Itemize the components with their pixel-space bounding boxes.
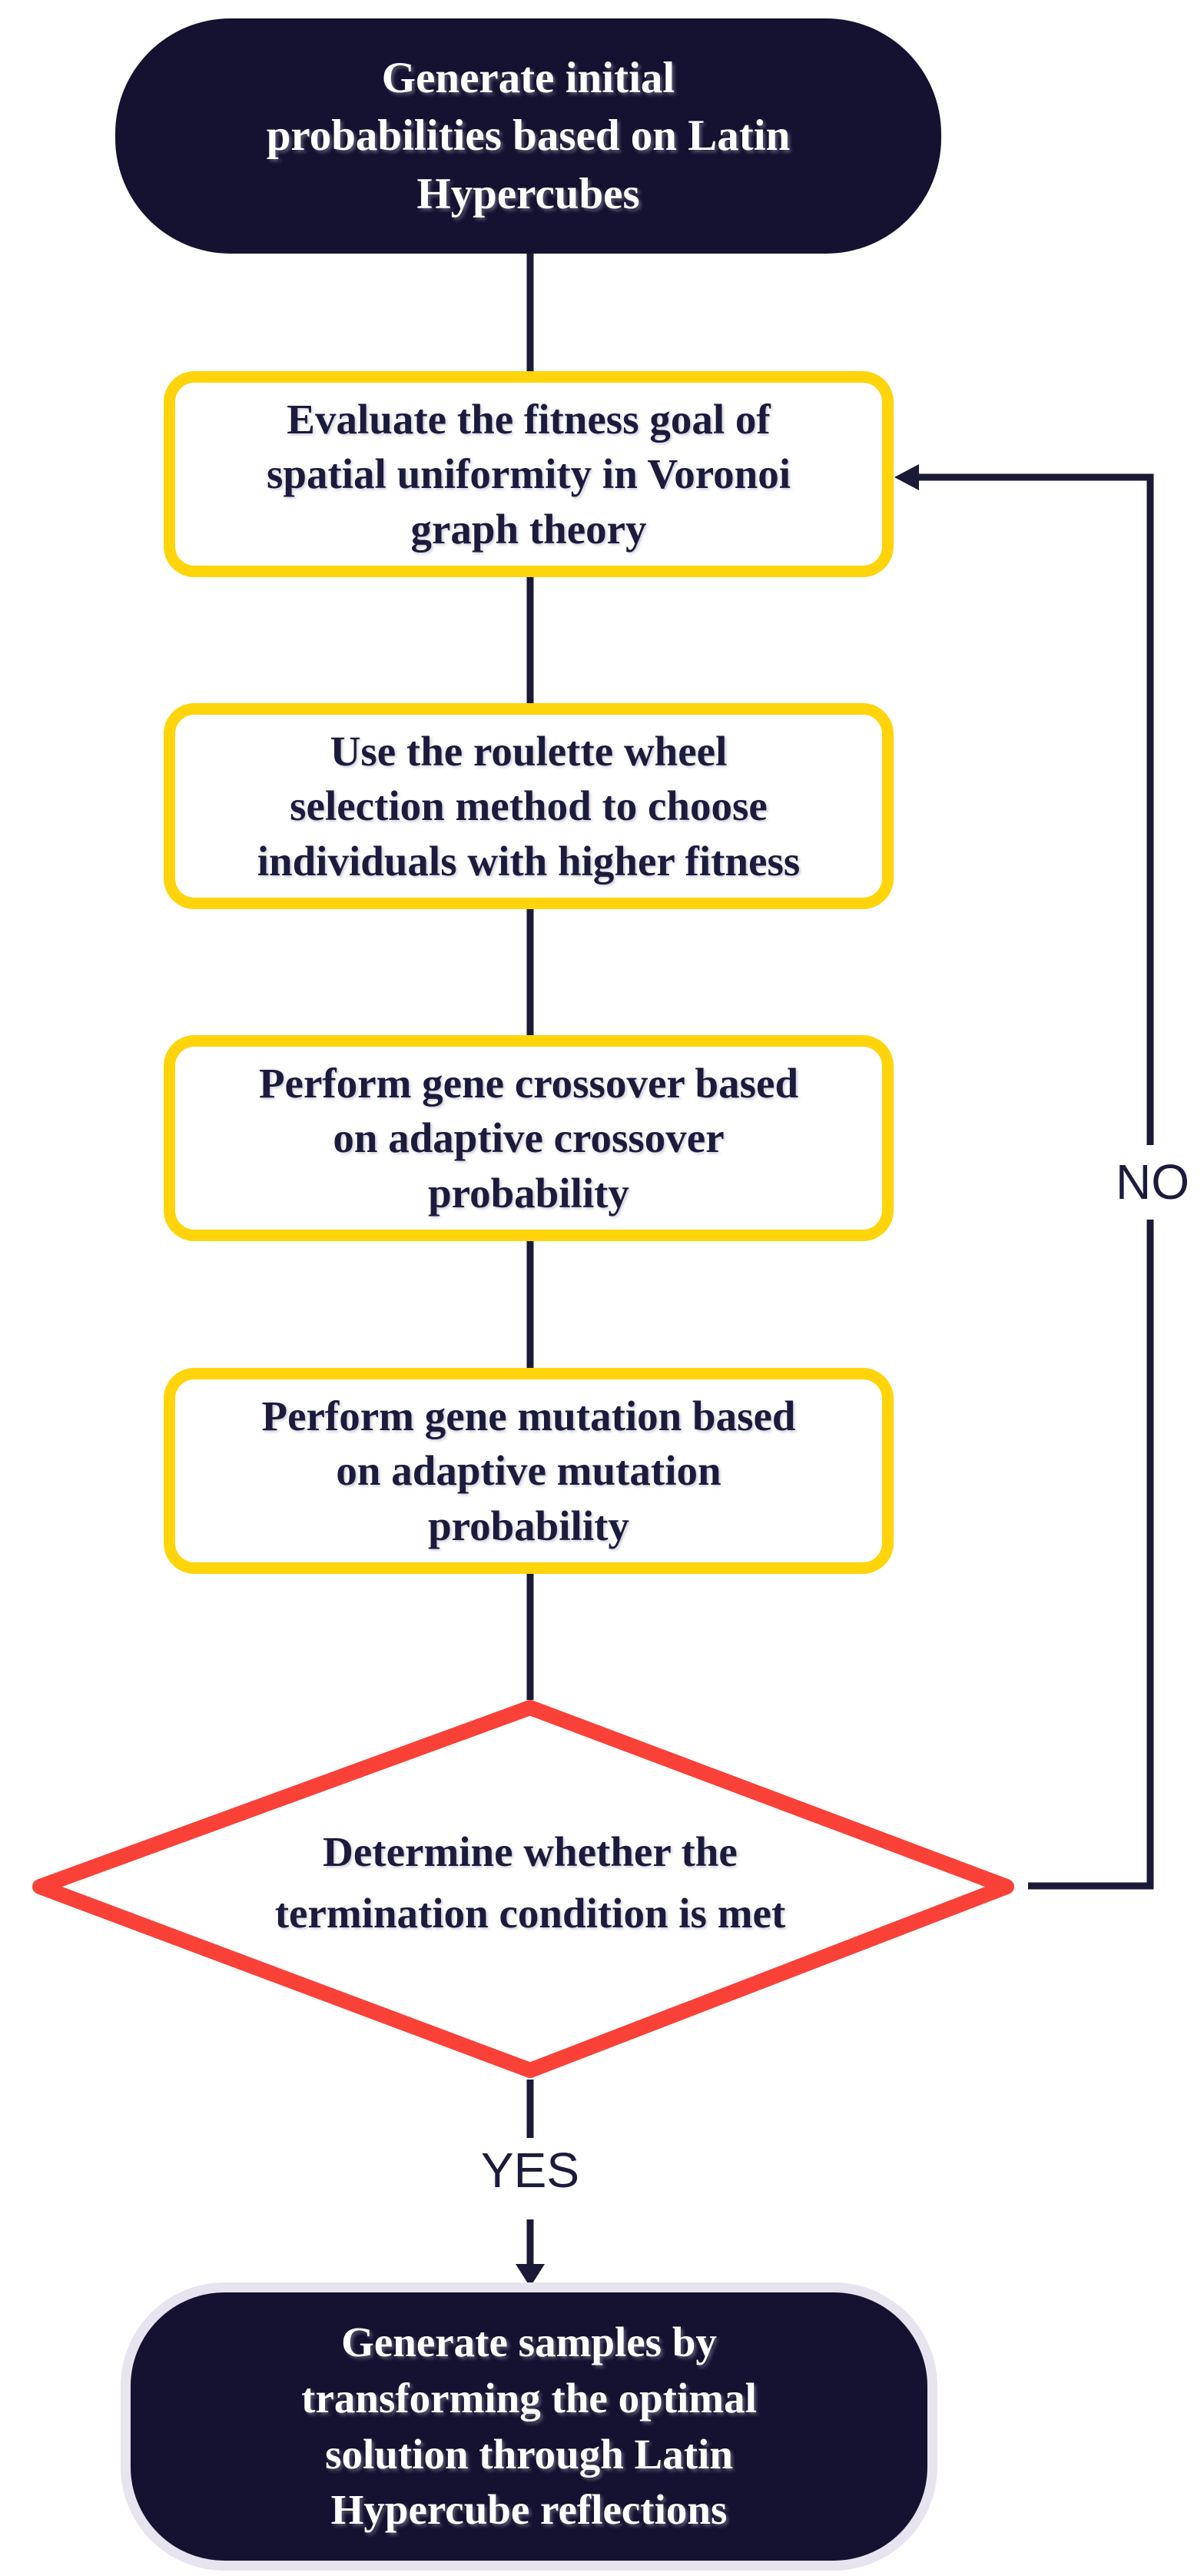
yes-branch-label: YES bbox=[480, 2143, 580, 2198]
gene-crossover-box: Perform gene crossover based on adaptive… bbox=[164, 1035, 894, 1241]
evaluate-fitness-box: Evaluate the fitness goal of spatial uni… bbox=[164, 371, 894, 577]
decision-diamond-label: Determine whether the termination condit… bbox=[274, 1828, 786, 1937]
arrowhead-into-end bbox=[516, 2264, 545, 2287]
arrowhead-into-evaluate bbox=[894, 464, 919, 490]
no-loop-upper-line bbox=[919, 473, 1154, 1145]
no-branch-label: NO bbox=[1116, 1154, 1189, 1210]
end-node: Generate samples by transforming the opt… bbox=[121, 2282, 937, 2571]
gene-mutation-box: Perform gene mutation based on adaptive … bbox=[164, 1368, 894, 1574]
start-node: Generate initial probabilities based on … bbox=[115, 18, 941, 254]
no-loop-lower-line bbox=[1028, 1220, 1154, 1890]
decision-diamond bbox=[32, 1700, 1014, 2078]
roulette-selection-box: Use the roulette wheel selection method … bbox=[164, 703, 894, 909]
